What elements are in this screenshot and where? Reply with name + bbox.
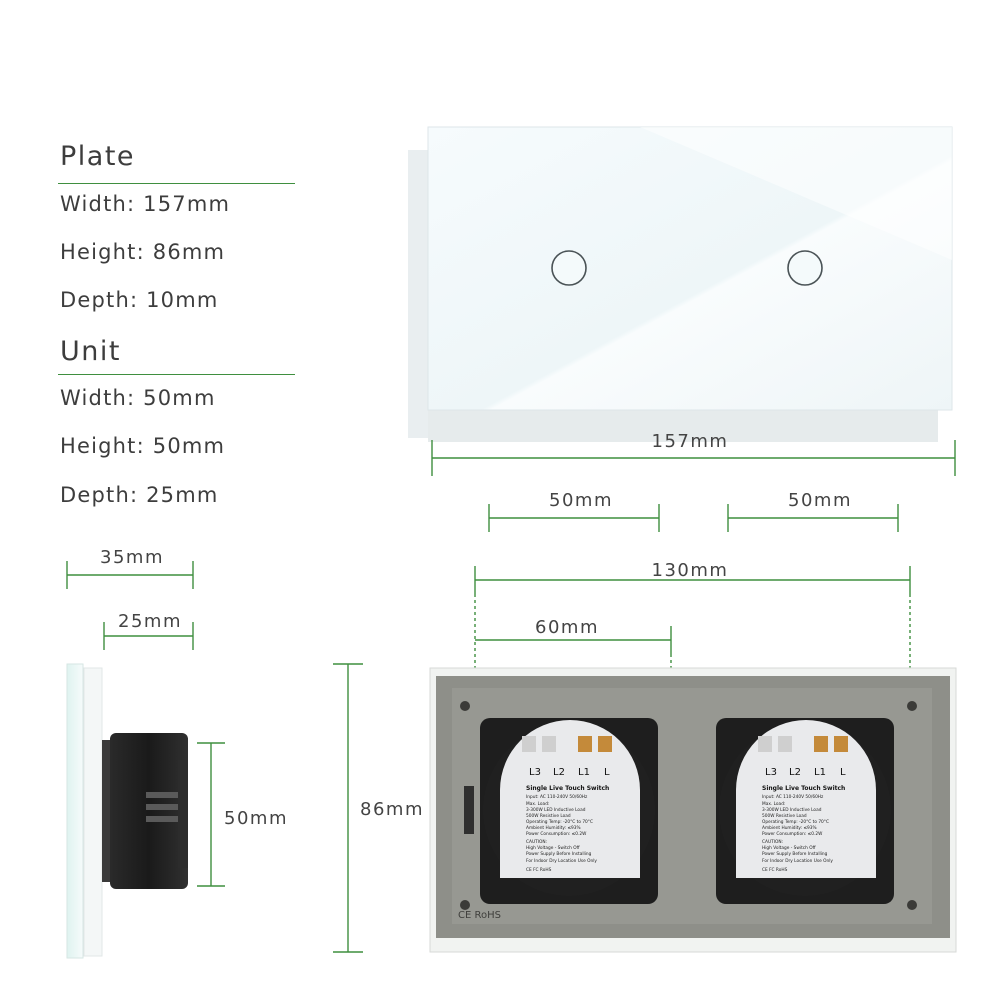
spec-plate-title: Plate [60,141,136,172]
terminal-label-right-l3: L3 [765,767,777,778]
side-module-rib-2 [146,804,180,810]
spec-unit-width: Width: 50mm [60,386,216,410]
module-left-text: Input: AC 110-240V 50/60Hz Max. Load: 3-… [526,794,597,873]
touch-button-left [551,250,587,286]
side-module-rib-1 [146,792,180,798]
module-right-line-10: For Indoor Dry Location Use Only [762,858,833,864]
terminal-label-left-l: L [604,767,610,778]
module-left-line-10: For Indoor Dry Location Use Only [526,858,597,864]
module-right-line-11: CE FC RoHS [762,867,788,873]
side-module-flange [102,740,110,882]
front-plate [408,126,953,442]
spec-unit-depth: Depth: 25mm [60,483,219,507]
terminal-left-l [598,736,612,752]
module-right-line-0: Input: AC 110-240V 50/60Hz [762,794,824,800]
module-left-line-9: Power Supply Before Installing [526,851,592,857]
module-right-line-1: Max. Load: [762,801,785,807]
module-right-line-2: 3-300W LED Inductive Load [762,807,822,813]
terminal-label-right-l: L [840,767,846,778]
back-plate-mark: CE RoHS [458,910,501,921]
touch-button-right [787,250,823,286]
side-view [66,663,188,959]
side-module-body [110,733,188,889]
module-left-line-0: Input: AC 110-240V 50/60Hz [526,794,588,800]
module-left-line-1: Max. Load: [526,801,549,807]
module-left-line-8: High Voltage - Switch Off [526,845,581,851]
dim-label-60: 60mm [535,617,599,638]
screw-hole-tr [907,701,917,711]
module-right-text: Input: AC 110-240V 50/60Hz Max. Load: 3-… [762,794,833,873]
terminal-label-right-l1: L1 [814,767,826,778]
terminal-label-right-l2: L2 [789,767,801,778]
switch-module-right: L3 L2 L1 L Single Live Touch Switch Inpu… [716,718,894,904]
dimension-lines-side [66,561,363,953]
spec-plate-height: Height: 86mm [60,240,226,264]
module-right-line-8: High Voltage - Switch Off [762,845,817,851]
dim-label-35: 35mm [100,547,164,568]
spec-unit-height: Height: 50mm [60,434,226,458]
module-left-label [500,720,640,878]
module-left-line-4: Operating Temp: -20°C to 70°C [526,819,593,825]
module-left-line-6: Power Consumption: ≤0.2W [526,831,587,837]
module-left-line-3: 500W Resistive Load [526,813,571,819]
terminal-left-l2 [542,736,556,752]
spec-unit-title: Unit [60,336,121,367]
module-right-line-6: Power Consumption: ≤0.2W [762,831,823,837]
module-left-line-11: CE FC RoHS [526,867,552,873]
back-connector-left [464,786,474,834]
module-right-line-9: Power Supply Before Installing [762,851,828,857]
side-glass-panel [66,663,84,959]
terminal-label-left-l2: L2 [553,767,565,778]
dim-label-86: 86mm [360,799,424,820]
switch-module-left: L3 L2 L1 L Single Live Touch Switch Inpu… [480,718,658,904]
terminal-right-l [834,736,848,752]
screw-hole-tl [460,701,470,711]
dim-label-130: 130mm [651,560,729,581]
terminal-right-l1 [814,736,828,752]
terminal-left-l1 [578,736,592,752]
back-view: L3 L2 L1 L Single Live Touch Switch Inpu… [429,667,957,953]
module-left-line-5: Ambient Humidity: ≤93% [526,825,581,831]
module-right-title: Single Live Touch Switch [762,785,845,792]
module-left-title: Single Live Touch Switch [526,785,609,792]
side-module-back [178,760,188,868]
terminal-right-l3 [758,736,772,752]
spec-plate-rule [58,183,295,184]
screw-hole-br [907,900,917,910]
dim-label-50-left: 50mm [549,490,613,511]
terminal-label-left-l3: L3 [529,767,541,778]
module-right-line-4: Operating Temp: -20°C to 70°C [762,819,829,825]
dim-label-50-right: 50mm [788,490,852,511]
spec-unit-rule [58,374,295,375]
side-frame [83,667,103,957]
dim-label-157: 157mm [651,431,729,452]
module-left-line-2: 3-300W LED Inductive Load [526,807,586,813]
spec-plate-depth: Depth: 10mm [60,288,219,312]
module-right-line-7: CAUTION: [762,839,783,845]
front-plate-reflection [640,127,952,260]
screw-hole-bl [460,900,470,910]
dim-label-50-side: 50mm [224,808,288,829]
side-module-rib-3 [146,816,180,822]
module-right-line-5: Ambient Humidity: ≤93% [762,825,817,831]
terminal-left-l3 [522,736,536,752]
module-left-line-7: CAUTION: [526,839,547,845]
spec-plate-width: Width: 157mm [60,192,231,216]
module-right-line-3: 500W Resistive Load [762,813,807,819]
module-right-label [736,720,876,878]
terminal-label-left-l1: L1 [578,767,590,778]
terminal-right-l2 [778,736,792,752]
dim-label-25: 25mm [118,611,182,632]
